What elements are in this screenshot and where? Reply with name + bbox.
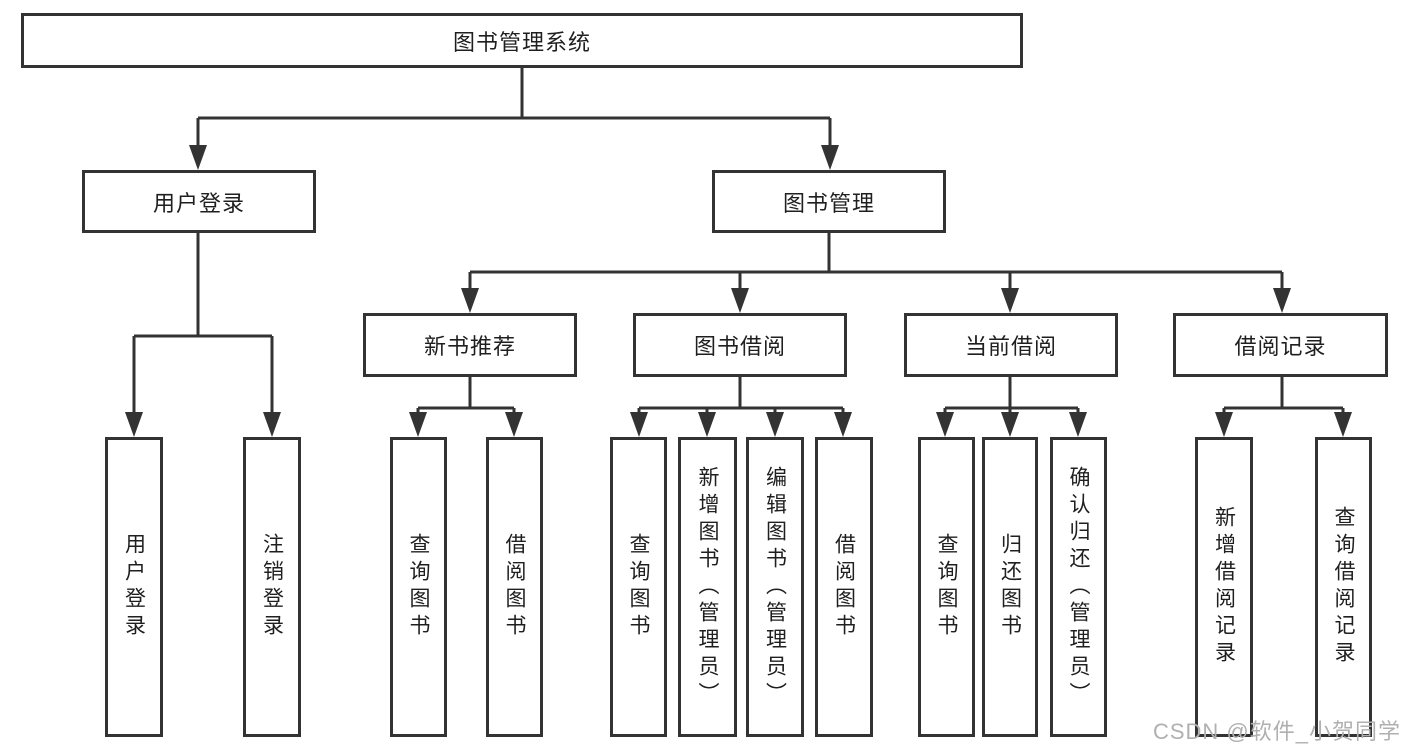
- node-label: 借阅图书: [832, 533, 856, 641]
- csdn-watermark: CSDN @软件_小贺同学: [1152, 719, 1401, 744]
- leaf-user-login: 用户登录: [105, 437, 163, 737]
- node-label: 用户登录: [122, 533, 146, 641]
- leaf-confirm-return-admin: 确认归还（管理员）: [1050, 437, 1107, 737]
- leaf-logout: 注销登录: [243, 437, 301, 737]
- node-label: 新增借阅记录: [1212, 506, 1236, 668]
- leaf-add-book-admin: 新增图书（管理员）: [678, 437, 737, 737]
- node-book-borrow: 图书借阅: [633, 313, 847, 377]
- node-label: 图书管理: [782, 190, 875, 216]
- node-borrow-record: 借阅记录: [1173, 313, 1388, 377]
- node-label: 查询借阅记录: [1332, 506, 1355, 668]
- node-label: 当前借阅: [964, 334, 1057, 359]
- node-label: 查询图书: [407, 533, 430, 641]
- leaf-query-book-recommend: 查询图书: [390, 437, 447, 737]
- leaf-query-book: 查询图书: [610, 437, 667, 737]
- leaf-add-borrow-record: 新增借阅记录: [1195, 437, 1253, 737]
- leaf-return-book: 归还图书: [982, 437, 1038, 737]
- node-library-management-system: 图书管理系统: [21, 13, 1023, 68]
- node-label: 归还图书: [998, 533, 1022, 641]
- leaf-query-borrow-record: 查询借阅记录: [1315, 437, 1372, 737]
- leaf-borrow-book-recommend: 借阅图书: [486, 437, 543, 737]
- node-label: 确认归还（管理员）: [1067, 465, 1090, 709]
- node-label: 查询图书: [627, 533, 650, 641]
- node-book-management: 图书管理: [712, 170, 946, 233]
- node-label: 查询图书: [935, 533, 958, 641]
- node-label: 编辑图书（管理员）: [763, 465, 787, 709]
- node-label: 注销登录: [260, 533, 284, 641]
- node-label: 新增图书（管理员）: [696, 465, 719, 709]
- node-label: 借阅图书: [503, 533, 526, 641]
- node-label: 用户登录: [152, 190, 245, 216]
- leaf-edit-book-admin: 编辑图书（管理员）: [746, 437, 804, 737]
- node-label: 新书推荐: [423, 334, 516, 359]
- node-label: 借阅记录: [1234, 334, 1327, 359]
- node-user-login: 用户登录: [82, 170, 316, 233]
- leaf-query-current-borrow: 查询图书: [918, 437, 975, 737]
- leaf-borrow-book: 借阅图书: [815, 437, 873, 737]
- node-new-book-recommend: 新书推荐: [363, 313, 577, 377]
- node-label: 图书借阅: [693, 334, 786, 359]
- arrowhead-icons: [125, 145, 1352, 437]
- node-label: 图书管理系统: [452, 29, 591, 55]
- node-current-borrow: 当前借阅: [904, 313, 1118, 377]
